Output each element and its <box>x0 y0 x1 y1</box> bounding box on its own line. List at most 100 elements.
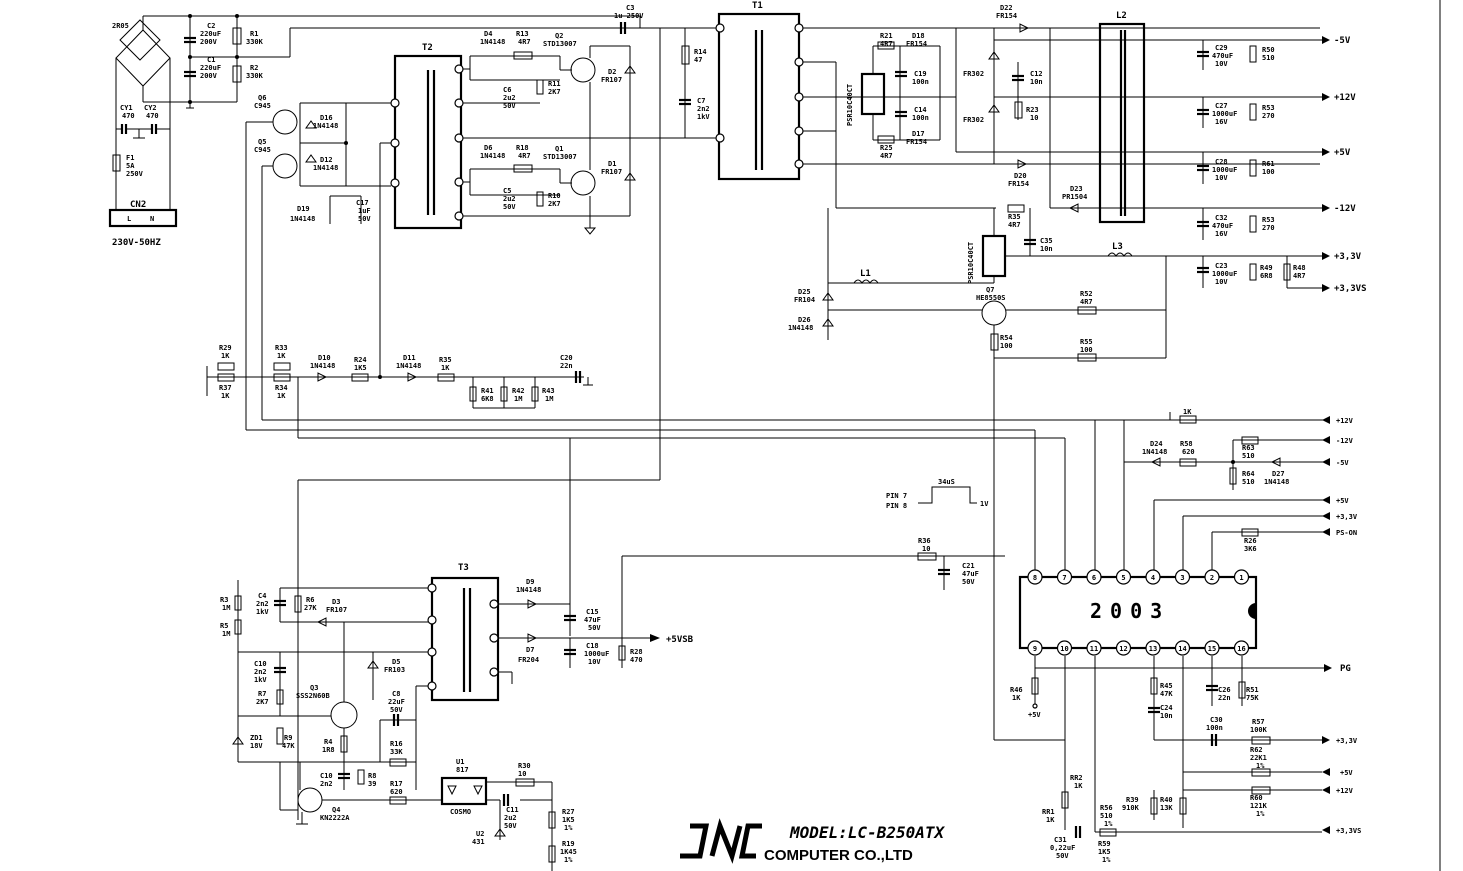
r42-label: R42 <box>512 387 525 395</box>
c10a-label: C10 <box>254 660 267 668</box>
c11-voltage: 50V <box>504 822 517 830</box>
output-p5vsb: +5VSB <box>666 635 694 645</box>
r49-label: R49 <box>1260 264 1273 272</box>
d27-label: D27 <box>1272 470 1285 478</box>
rectifier-section: PSR10C40CT R21 4R7 D18 FR154 R25 4R7 D17… <box>846 4 1110 213</box>
r21-value: 4R7 <box>880 40 893 48</box>
d11-label: D11 <box>403 354 416 362</box>
q2-value: STD13007 <box>543 40 577 48</box>
cy1-label: CY1 <box>120 104 133 112</box>
c19-value: 100n <box>912 78 929 86</box>
d6-label: D6 <box>484 144 492 152</box>
c7-value: 2n2 <box>697 105 710 113</box>
ic-pin <box>1145 569 1161 585</box>
c17-value: 1uF <box>358 207 371 215</box>
d24-label: D24 <box>1150 440 1163 448</box>
d16-value: 1N4148 <box>313 122 338 130</box>
r17-label: R17 <box>390 780 403 788</box>
c21-value: 47uF <box>962 570 979 578</box>
c1-label: C1 <box>207 56 215 64</box>
c32-value: 470uF <box>1212 222 1233 230</box>
r28-label: R28 <box>630 648 643 656</box>
sense-m5v: -5V <box>1336 459 1349 467</box>
psr2-label: PSR10C40CT <box>967 242 975 284</box>
r60-tolerance: 1% <box>1256 810 1265 818</box>
l2-inductor <box>1098 22 1146 224</box>
c6-label: C6 <box>503 86 511 94</box>
d12-label: D12 <box>320 156 333 164</box>
r33-label: R33 <box>275 344 288 352</box>
l2-label: L2 <box>1116 11 1127 21</box>
r45-value: 47K <box>1160 690 1173 698</box>
r1-value: 330K <box>246 38 264 46</box>
c27-label: C27 <box>1215 102 1228 110</box>
c21-voltage: 50V <box>962 578 975 586</box>
r4-value: 1R8 <box>322 746 335 754</box>
r43-label: R43 <box>542 387 555 395</box>
c31-voltage: 50V <box>1056 852 1069 860</box>
main-transformer-section: C3 1u 250V T1 R14 47 C7 2n2 1kV <box>614 1 1320 209</box>
l3-label: L3 <box>1112 242 1123 252</box>
r51-label: R51 <box>1246 686 1259 694</box>
c7-label: C7 <box>697 97 705 105</box>
output-m12v: -12V <box>1334 204 1356 214</box>
bridge-label: 2R05 <box>112 22 129 30</box>
d10-value: 1N4148 <box>310 362 335 370</box>
u1-label: U1 <box>456 758 464 766</box>
t2-label: T2 <box>422 43 433 53</box>
rr1-label: RR1 <box>1042 808 1055 816</box>
c8-voltage: 50V <box>390 706 403 714</box>
d20-label: D20 <box>1014 172 1027 180</box>
ic-pin-number: 14 <box>1178 645 1186 653</box>
q4-label: Q4 <box>332 806 340 814</box>
sense-p12v: +12V <box>1336 417 1354 425</box>
c23-r49-r48: C23 1000uF 10V R49 6R8 R48 4R7 <box>1197 255 1322 289</box>
zd1-value: 18V <box>250 742 263 750</box>
r8-label: R8 <box>368 772 376 780</box>
r24-label: R24 <box>354 356 367 364</box>
d19-label: D19 <box>297 205 310 213</box>
c27-voltage: 16V <box>1215 118 1228 126</box>
c17-voltage: 50V <box>358 215 371 223</box>
r41-value: 6K8 <box>481 395 494 403</box>
output-p12v: +12V <box>1334 93 1356 103</box>
r3-value: 1M <box>222 604 230 612</box>
c29-r50: C29 470uF 10V R50 510 <box>1197 40 1275 70</box>
r48-value: 4R7 <box>1293 272 1306 280</box>
ic-pin <box>1027 640 1043 656</box>
c29-label: C29 <box>1215 44 1228 52</box>
r10-label: R10 <box>548 192 561 200</box>
r19-value: 1K45 <box>560 848 577 856</box>
d19-value: 1N4148 <box>290 215 315 223</box>
r59-value: 1K5 <box>1098 848 1111 856</box>
u1-value: 817 <box>456 766 469 774</box>
d22-value: FR154 <box>996 12 1017 20</box>
r11-value: 2K7 <box>548 88 561 96</box>
r33-value: 1K <box>277 352 286 360</box>
c12-label: C12 <box>1030 70 1043 78</box>
q5-value: C945 <box>254 146 271 154</box>
t1-label: T1 <box>752 1 763 11</box>
c14-label: C14 <box>914 106 927 114</box>
r56-label: R56 <box>1100 804 1113 812</box>
d23-label: D23 <box>1070 185 1083 193</box>
r13-value: 4R7 <box>518 38 531 46</box>
r11-label: R11 <box>548 80 561 88</box>
r6-label: R6 <box>306 596 314 604</box>
d20-value: FR154 <box>1008 180 1029 188</box>
c6-voltage: 50V <box>503 102 516 110</box>
c5-label: C5 <box>503 187 511 195</box>
c28-label: C28 <box>1215 158 1228 166</box>
ic-pin <box>1027 569 1043 585</box>
c12-value: 10n <box>1030 78 1043 86</box>
c5-voltage: 50V <box>503 203 516 211</box>
r41-label: R41 <box>481 387 494 395</box>
ic-pin <box>1145 640 1161 656</box>
r54-value: 100 <box>1000 342 1013 350</box>
output-p33vs: +3,3VS <box>1334 284 1367 294</box>
r26-label: R26 <box>1244 537 1257 545</box>
output-p33v: +3,3V <box>1334 252 1362 262</box>
c31-label: C31 <box>1054 836 1067 844</box>
r34-value: 1K <box>277 392 286 400</box>
c35-label: C35 <box>1040 237 1053 245</box>
